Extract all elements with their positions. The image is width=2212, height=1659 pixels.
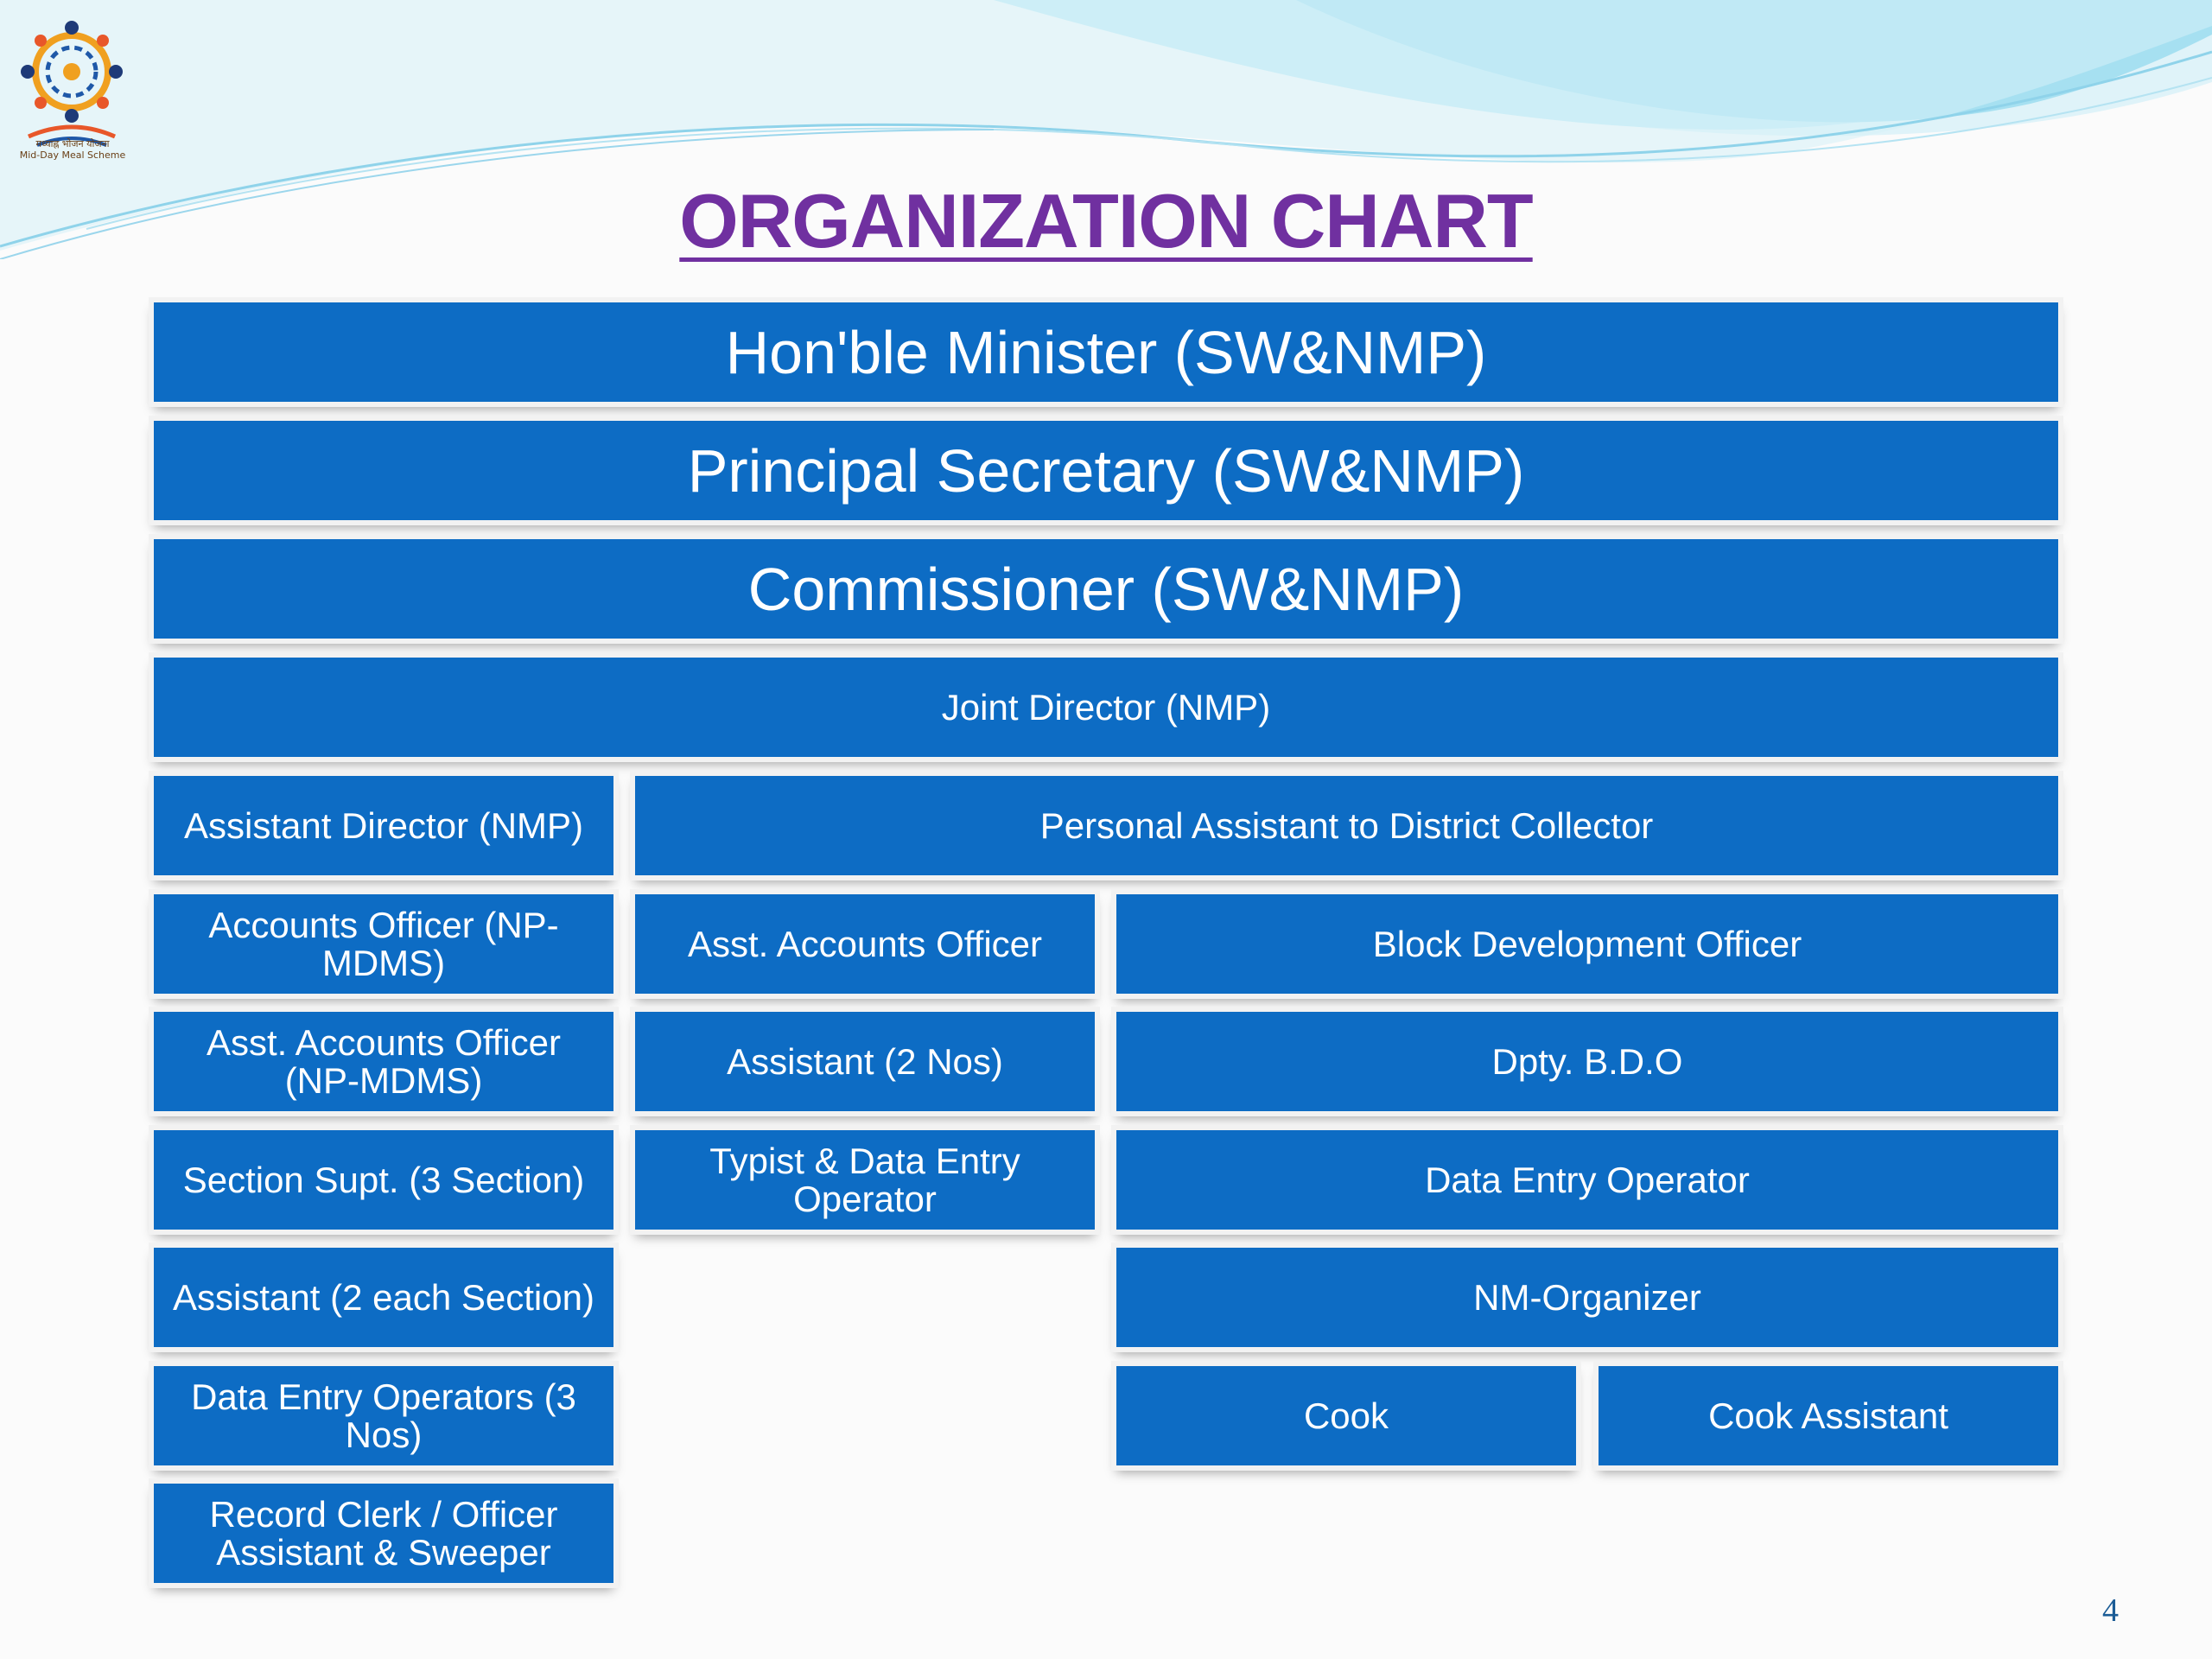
node-section-supt: Section Supt. (3 Section) xyxy=(154,1130,613,1230)
node-nm-organizer: NM-Organizer xyxy=(1116,1248,2058,1347)
node-assistant-each-section: Assistant (2 each Section) xyxy=(154,1248,613,1347)
node-asst-accounts-officer: Asst. Accounts Officer xyxy=(635,894,1095,994)
logo-caption: मध्याह्न भोजन योजना Mid-Day Meal Scheme xyxy=(12,138,133,161)
node-record-clerk: Record Clerk / Officer Assistant & Sweep… xyxy=(154,1484,613,1583)
node-data-entry-operator: Data Entry Operator xyxy=(1116,1130,2058,1230)
page-number: 4 xyxy=(2102,1592,2119,1629)
node-block-development-officer: Block Development Officer xyxy=(1116,894,2058,994)
node-accounts-officer: Accounts Officer (NP-MDMS) xyxy=(154,894,613,994)
node-joint-director: Joint Director (NMP) xyxy=(154,658,2058,757)
node-data-entry-operators: Data Entry Operators (3 Nos) xyxy=(154,1366,613,1465)
page-title: ORGANIZATION CHART xyxy=(0,177,2212,265)
mid-day-meal-logo xyxy=(21,21,123,147)
node-pa-district-collector: Personal Assistant to District Collector xyxy=(635,776,2058,875)
node-dpty-bdo: Dpty. B.D.O xyxy=(1116,1012,2058,1111)
node-cook-assistant: Cook Assistant xyxy=(1599,1366,2058,1465)
node-assistant-2-nos: Assistant (2 Nos) xyxy=(635,1012,1095,1111)
node-honble-minister: Hon'ble Minister (SW&NMP) xyxy=(154,302,2058,402)
node-typist-data-entry: Typist & Data Entry Operator xyxy=(635,1130,1095,1230)
node-assistant-director: Assistant Director (NMP) xyxy=(154,776,613,875)
node-cook: Cook xyxy=(1116,1366,1576,1465)
page-title-text: ORGANIZATION CHART xyxy=(679,178,1533,264)
header-wave-decoration xyxy=(0,0,2212,259)
logo-caption-hindi: मध्याह्न भोजन योजना xyxy=(35,138,110,149)
node-asst-accounts-officer-npmdms: Asst. Accounts Officer (NP-MDMS) xyxy=(154,1012,613,1111)
node-principal-secretary: Principal Secretary (SW&NMP) xyxy=(154,421,2058,520)
node-commissioner: Commissioner (SW&NMP) xyxy=(154,539,2058,639)
logo-caption-english: Mid-Day Meal Scheme xyxy=(19,149,126,161)
